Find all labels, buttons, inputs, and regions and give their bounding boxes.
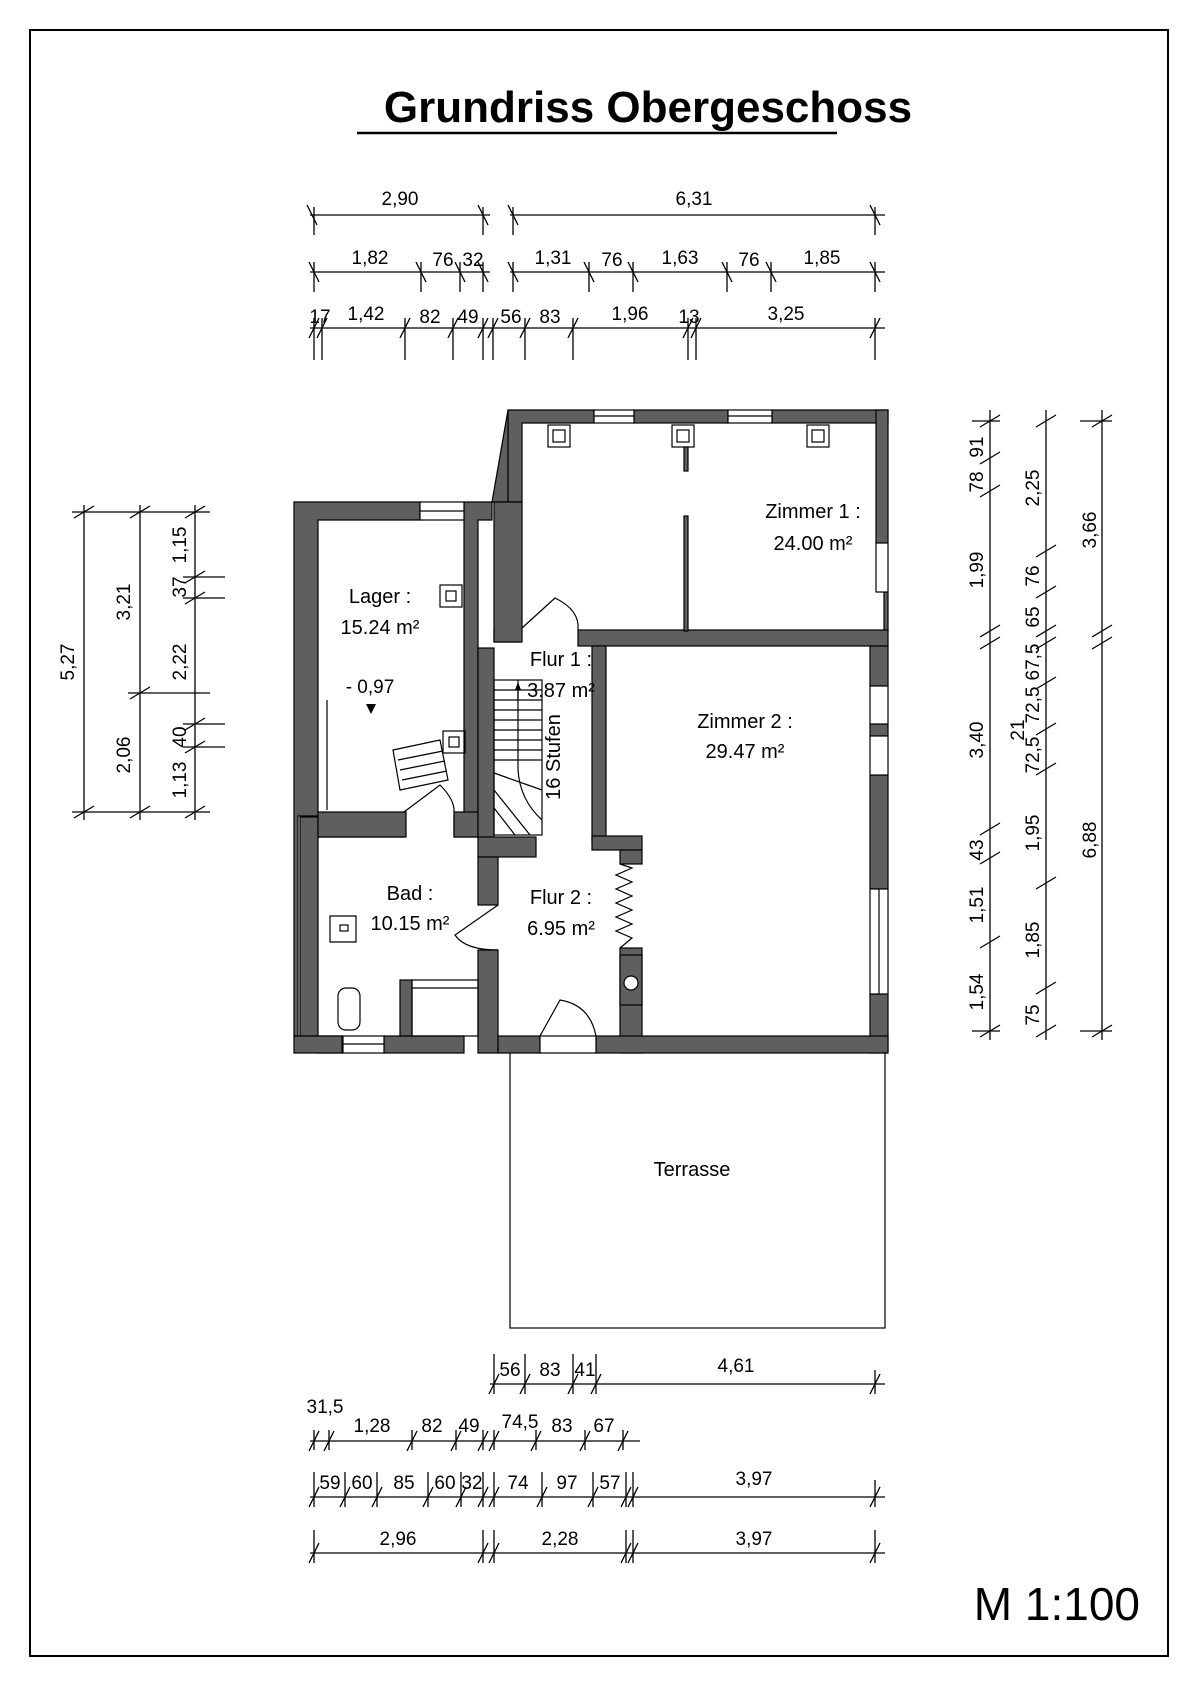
dimension-label: 31,5 [307,1397,344,1418]
dimension-label: 5,27 [58,644,79,681]
dimension-label: 74 [507,1473,529,1494]
drawing-title: Grundriss Obergeschoss [384,83,912,132]
dimension-label: 67,5 [1023,644,1044,681]
bottom-dimensions: 56 83 41 4,61 31,5 1,28 82 49 74,5 83 67 [307,1354,885,1564]
dimension-label: 85 [393,1473,414,1494]
dimension-label: 6,88 [1080,822,1101,859]
terrace-label: Terrasse [654,1159,731,1181]
dimension-label: 32 [461,1473,482,1494]
lager-name: Lager : [349,586,411,608]
dimension-label: 57 [599,1473,620,1494]
right-dimensions: 91 78 1,99 3,40 43 1,51 1,54 2,25 76 65 … [967,410,1113,1040]
dimension-label: 21 [1008,719,1029,740]
dimension-label: 59 [319,1473,340,1494]
dimension-label: 91 [967,436,988,457]
dimension-label: 56 [500,307,521,328]
dimension-label: 82 [419,307,440,328]
flur2-name: Flur 2 : [530,887,592,909]
dimension-label: 2,22 [170,644,191,681]
dimension-label: 17 [309,307,330,328]
dimension-label: 60 [434,1473,455,1494]
walls [293,409,889,1054]
dimension-label: 76 [1023,565,1044,586]
dimension-label: 4,61 [718,1356,755,1377]
dimension-label: 49 [457,307,478,328]
zimmer2-name: Zimmer 2 : [697,711,793,733]
dimension-label: 72,5 [1023,737,1044,774]
dimension-label: 3,97 [736,1469,773,1490]
dimension-label: 1,82 [352,248,389,269]
dimension-label: 3,97 [736,1529,773,1550]
dimension-label: 1,96 [612,304,649,325]
dimension-label: 75 [1023,1004,1044,1025]
dimension-label: 74,5 [502,1412,539,1433]
dimension-label: 3,21 [114,584,135,621]
room-labels: Lager : 15.24 m² - 0,97 Zimmer 1 : 24.00… [341,501,861,940]
dimension-label: 65 [1023,606,1044,627]
dimension-label: 1,85 [1023,922,1044,959]
dimension-label: 97 [556,1473,577,1494]
dimension-label: 72,5 [1023,687,1044,724]
dimension-label: 1,95 [1023,815,1044,852]
dimension-label: 1,13 [170,762,191,799]
zimmer1-name: Zimmer 1 : [765,501,861,523]
dimension-label: 1,31 [535,248,572,269]
dimension-label: 1,42 [348,304,385,325]
dimension-label: 76 [432,250,453,271]
dimension-label: 56 [499,1360,520,1381]
dimension-label: 3,25 [768,304,805,325]
dimension-label: 41 [574,1360,595,1381]
flur1-name: Flur 1 : [530,649,592,671]
left-dimensions: 5,27 3,21 2,06 1,15 37 2,22 40 1,13 [58,505,225,820]
dimension-label: 3,40 [967,722,988,759]
dimension-label: 78 [967,471,988,492]
dimension-label: 2,28 [542,1529,579,1550]
bad-name: Bad : [387,883,434,905]
flur2-area: 6.95 m² [527,918,595,940]
dimension-label: 49 [458,1416,479,1437]
bad-area: 10.15 m² [371,913,450,935]
terrace-outline [509,1049,886,1329]
scale-label: M 1:100 [974,1578,1140,1630]
top-dimensions: 2,90 6,31 1,82 76 32 1,31 76 1,63 76 1,8… [306,189,885,360]
dimension-label: 1,54 [967,973,988,1010]
dimension-label: 1,85 [804,248,841,269]
zimmer2-area: 29.47 m² [706,741,785,763]
dimension-label: 60 [351,1473,372,1494]
dimension-label: 82 [421,1416,442,1437]
dimension-label: 2,96 [380,1529,417,1550]
dimension-label: 32 [462,250,483,271]
dimension-label: 37 [170,576,191,597]
dimension-label: 1,99 [967,552,988,589]
dimension-label: 1,15 [170,527,191,564]
flur1-stairs: 16 Stufen [543,714,565,800]
dimension-label: 2,90 [382,189,419,210]
zimmer1-area: 24.00 m² [774,533,853,555]
dimension-label: 40 [170,726,191,747]
lager-level: - 0,97 [346,677,395,698]
flur1-area: 3.87 m² [527,680,595,702]
dimension-label: 83 [539,307,560,328]
dimension-label: 13 [678,307,699,328]
dimension-label: 83 [551,1416,572,1437]
dimension-label: 6,31 [676,189,713,210]
dimension-label: 1,51 [967,887,988,924]
lager-area: 15.24 m² [341,617,420,639]
dimension-label: 2,25 [1023,470,1044,507]
dimension-label: 1,28 [354,1416,391,1437]
dimension-label: 3,66 [1080,512,1101,549]
windows [342,409,889,1054]
dimension-label: 43 [967,839,988,860]
dimension-label: 67 [593,1416,614,1437]
dimension-label: 83 [539,1360,560,1381]
dimension-label: 1,63 [662,248,699,269]
sheet-border [29,29,1169,1657]
dimension-label: 76 [738,250,759,271]
fixtures [326,424,830,1037]
dimension-label: 2,06 [114,737,135,774]
dimension-label: 76 [601,250,622,271]
